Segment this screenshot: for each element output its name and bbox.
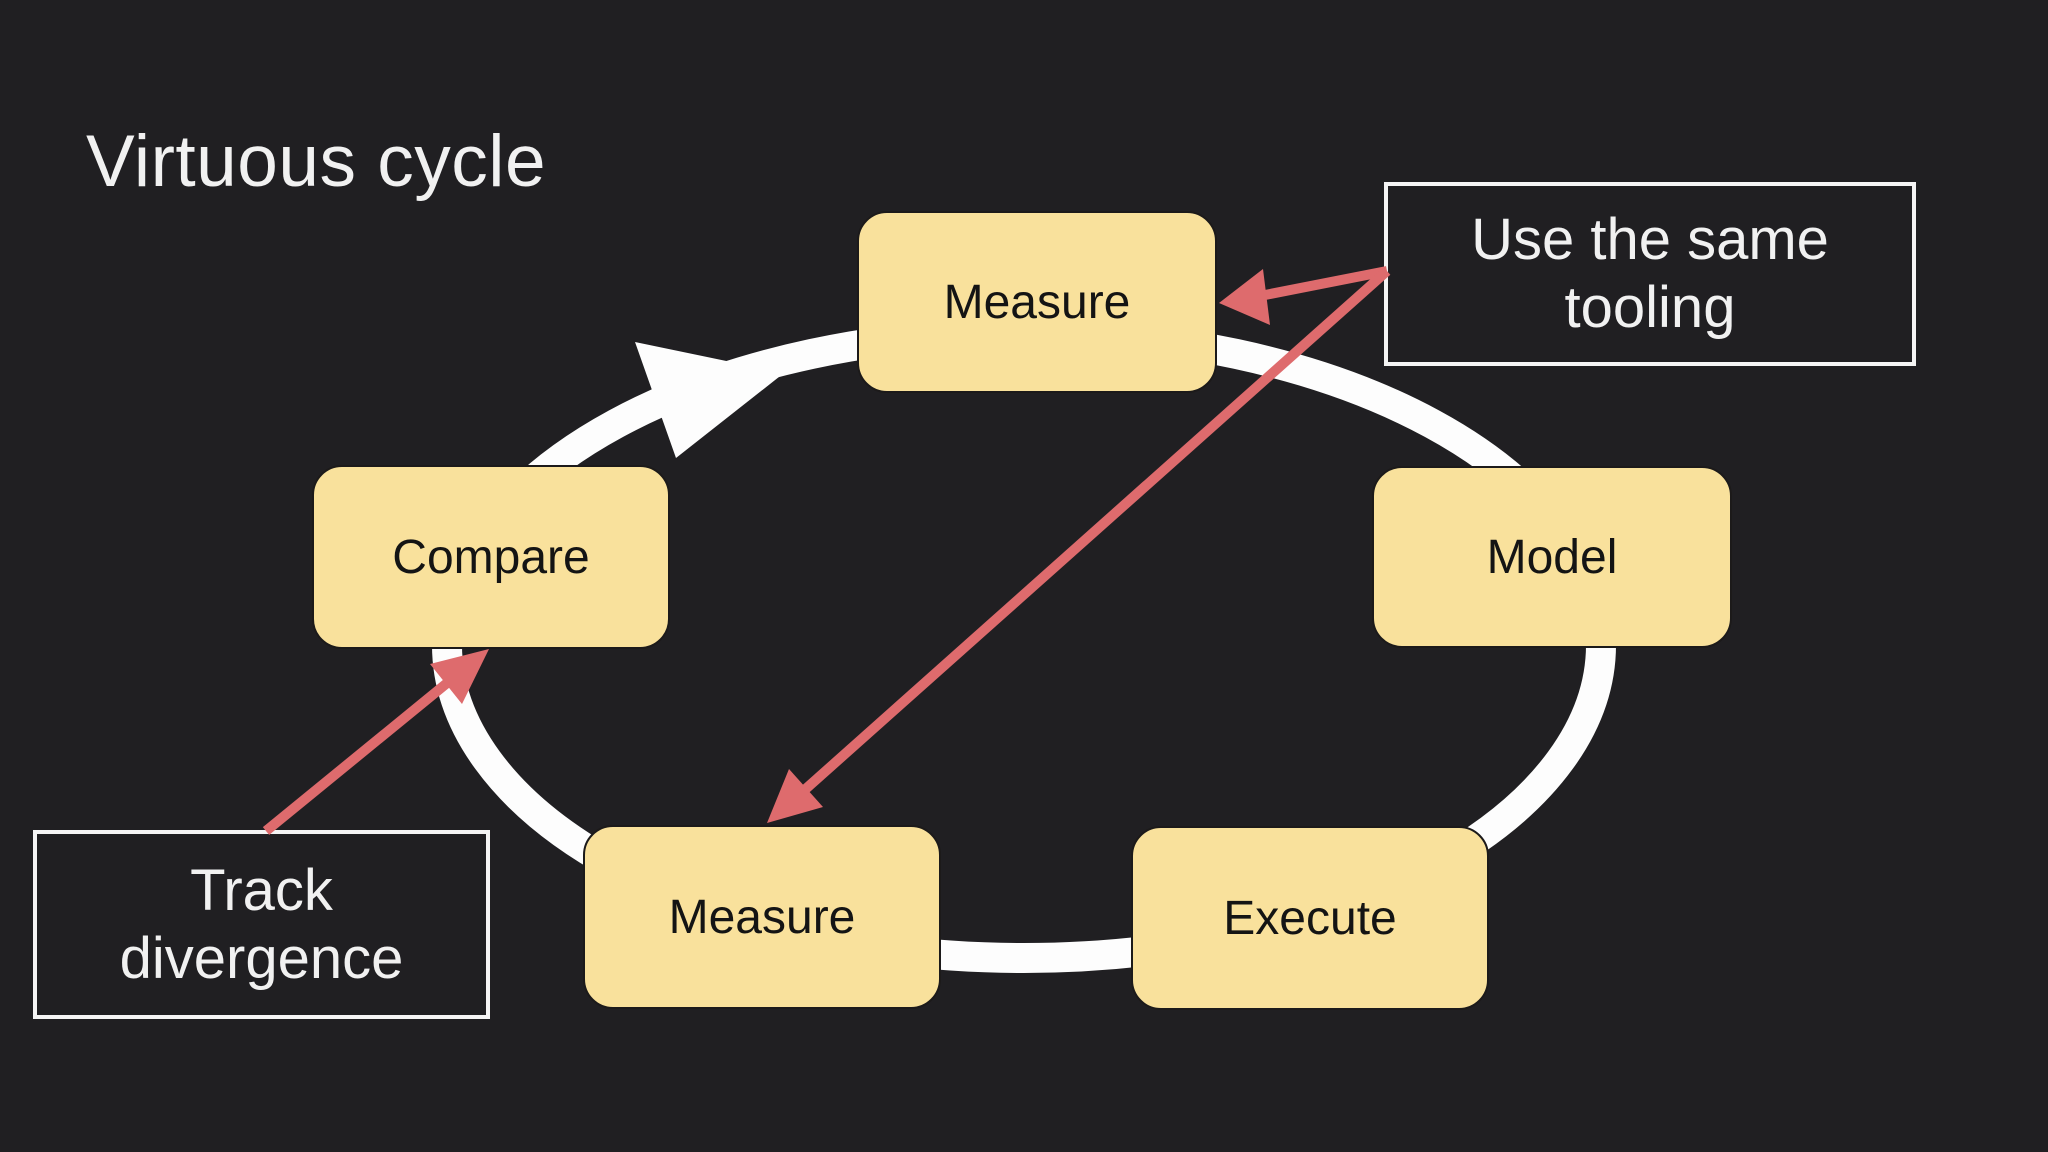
arrowhead-up-right-icon xyxy=(430,649,489,704)
callout-use-same-tooling-line2: tooling xyxy=(1564,275,1736,340)
cycle-node-compare: Compare xyxy=(312,465,670,649)
cycle-node-model: Model xyxy=(1372,466,1732,648)
node-label-model: Model xyxy=(1486,530,1618,584)
arrowhead-left-icon xyxy=(1219,269,1270,325)
arrow-track-divergence-to-compare xyxy=(262,649,489,835)
page-title: Virtuous cycle xyxy=(86,121,547,202)
cycle-direction-arrowhead-icon xyxy=(635,342,784,458)
node-label-execute: Execute xyxy=(1223,891,1397,945)
cycle-node-execute: Execute xyxy=(1131,826,1489,1010)
callout-track-divergence-line1: Track xyxy=(190,857,333,923)
arrowhead-down-left-icon xyxy=(767,769,823,823)
arrow-tooling-to-measure-top xyxy=(1219,266,1388,325)
cycle-node-measure-bottom: Measure xyxy=(583,825,941,1009)
node-label-measure-bottom: Measure xyxy=(668,890,856,944)
cycle-node-measure-top: Measure xyxy=(857,211,1217,393)
callout-track-divergence-line2: divergence xyxy=(119,925,404,991)
node-label-compare: Compare xyxy=(392,530,590,584)
callout-use-same-tooling-line1: Use the same xyxy=(1471,207,1829,272)
callout-use-same-tooling: Use the same tooling xyxy=(1384,182,1916,366)
node-label-measure-top: Measure xyxy=(943,275,1131,329)
callout-track-divergence: Track divergence xyxy=(33,830,490,1019)
